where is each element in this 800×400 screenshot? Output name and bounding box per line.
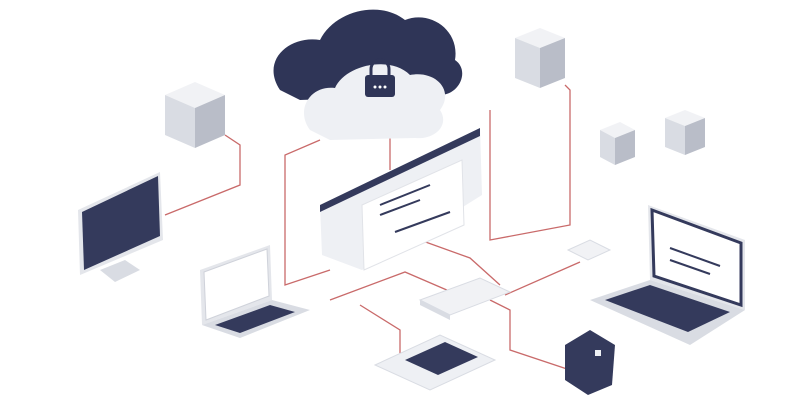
central-display <box>320 128 482 271</box>
server-icon <box>600 122 635 165</box>
monitor-icon <box>78 172 163 282</box>
router-icon <box>418 277 512 320</box>
switch-icon <box>566 239 612 261</box>
laptop-icon <box>200 245 310 338</box>
control-panel-device <box>565 330 615 395</box>
server-icon <box>665 110 705 155</box>
server-icon <box>515 28 565 88</box>
cloud-lock-icon <box>273 9 463 140</box>
server-icon <box>165 82 225 148</box>
laptop-icon <box>590 205 745 345</box>
network-cables <box>164 84 581 371</box>
keyboard-icon <box>373 334 497 391</box>
